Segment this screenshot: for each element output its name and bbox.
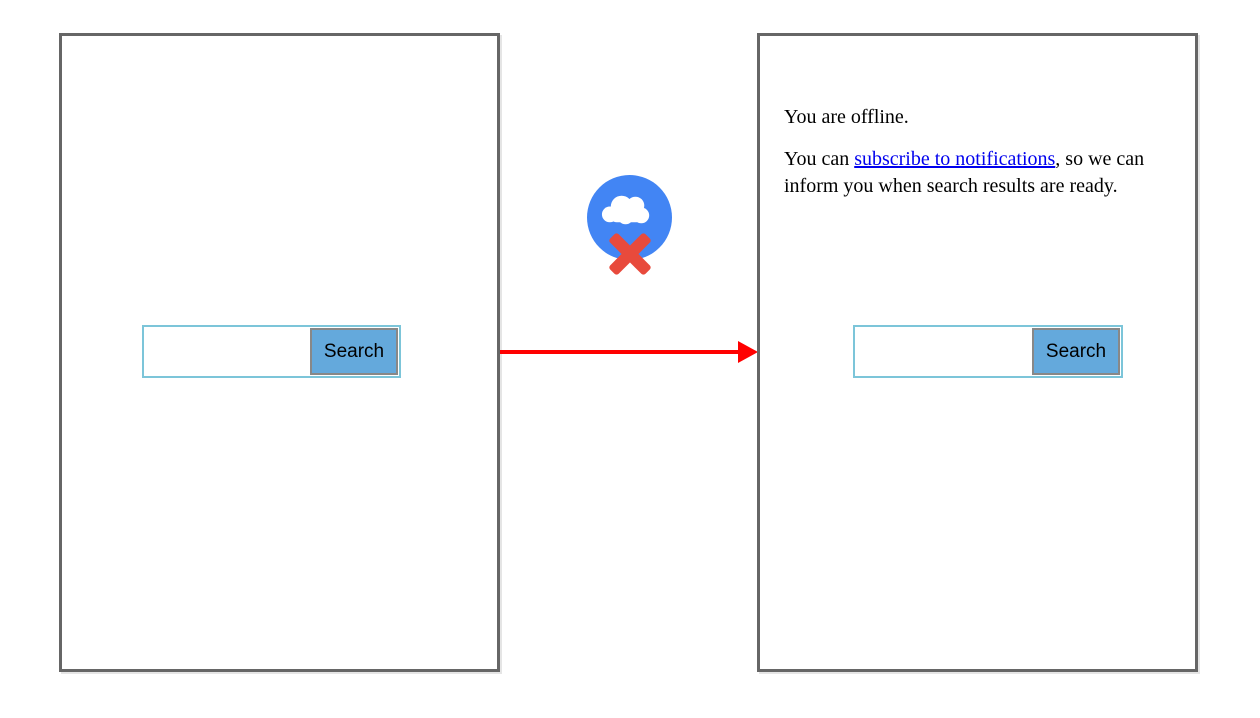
browser-frame-before: Search: [59, 33, 500, 672]
offline-cloud-icon: [587, 175, 672, 276]
search-button[interactable]: Search: [1032, 328, 1120, 375]
subscribe-notifications-link[interactable]: subscribe to notifications: [854, 148, 1056, 170]
offline-message: You are offline. You can subscribe to no…: [784, 104, 1188, 215]
search-form: Search: [142, 325, 401, 378]
search-input[interactable]: [144, 327, 309, 376]
offline-message-line2-after: , so we can inform you when search resul…: [784, 148, 1145, 197]
flow-arrow-line: [500, 350, 740, 354]
flow-arrow-head-icon: [738, 341, 758, 363]
offline-message-line2: You can subscribe to notifications, so w…: [784, 146, 1188, 200]
browser-frame-after: You are offline. You can subscribe to no…: [757, 33, 1198, 672]
search-input[interactable]: [855, 327, 1031, 376]
offline-message-line2-before: You can: [784, 148, 855, 170]
cloud-icon: [601, 195, 650, 225]
cross-x-icon: [606, 231, 653, 276]
search-button[interactable]: Search: [310, 328, 398, 375]
search-form: Search: [853, 325, 1123, 378]
offline-message-line1: You are offline.: [784, 106, 909, 128]
